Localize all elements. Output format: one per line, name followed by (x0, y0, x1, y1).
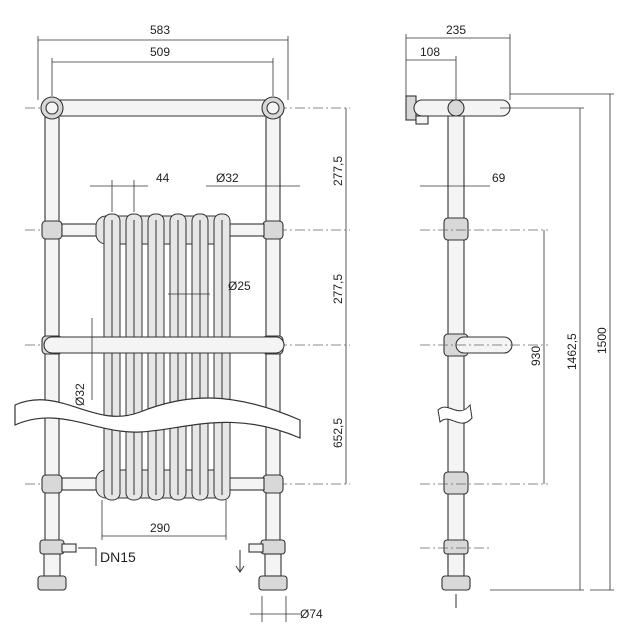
top-rail (40, 96, 285, 120)
dim-spacing-middle: 277,5 (331, 274, 345, 304)
side-top-bracket (405, 95, 511, 125)
dim-connection-width: 290 (150, 521, 170, 535)
radiator-body (95, 213, 231, 501)
left-valve (37, 539, 77, 591)
front-view: 583 509 44 Ø32 Ø25 277,5 277,5 652,5 Ø32… (14, 23, 350, 622)
dim-radiator-height: 930 (529, 346, 543, 366)
dim-spacing-top: 277,5 (331, 156, 345, 186)
dim-spacing-bottom: 652,5 (331, 418, 345, 448)
dim-section-pitch: 44 (156, 171, 170, 185)
dim-total-height: 1500 (595, 327, 609, 354)
dim-wall-offset: 108 (420, 45, 440, 59)
side-view: 235 108 69 930 1462,5 1500 (405, 23, 614, 608)
connection-label: DN15 (100, 549, 136, 565)
middle-rail (43, 336, 285, 354)
dim-rail-width: 509 (150, 45, 170, 59)
dim-overall-width: 583 (150, 23, 170, 37)
dim-rail-height: 1462,5 (565, 333, 579, 370)
dim-radiator-pipe: Ø25 (228, 279, 251, 293)
dim-pipe-diameter: Ø32 (216, 171, 239, 185)
dim-pipe-offset: 69 (492, 171, 506, 185)
right-valve (248, 539, 288, 591)
dim-left-pipe: Ø32 (73, 383, 87, 406)
dim-foot-diameter: Ø74 (300, 607, 323, 621)
dim-depth: 235 (446, 23, 466, 37)
break-line (14, 397, 301, 439)
